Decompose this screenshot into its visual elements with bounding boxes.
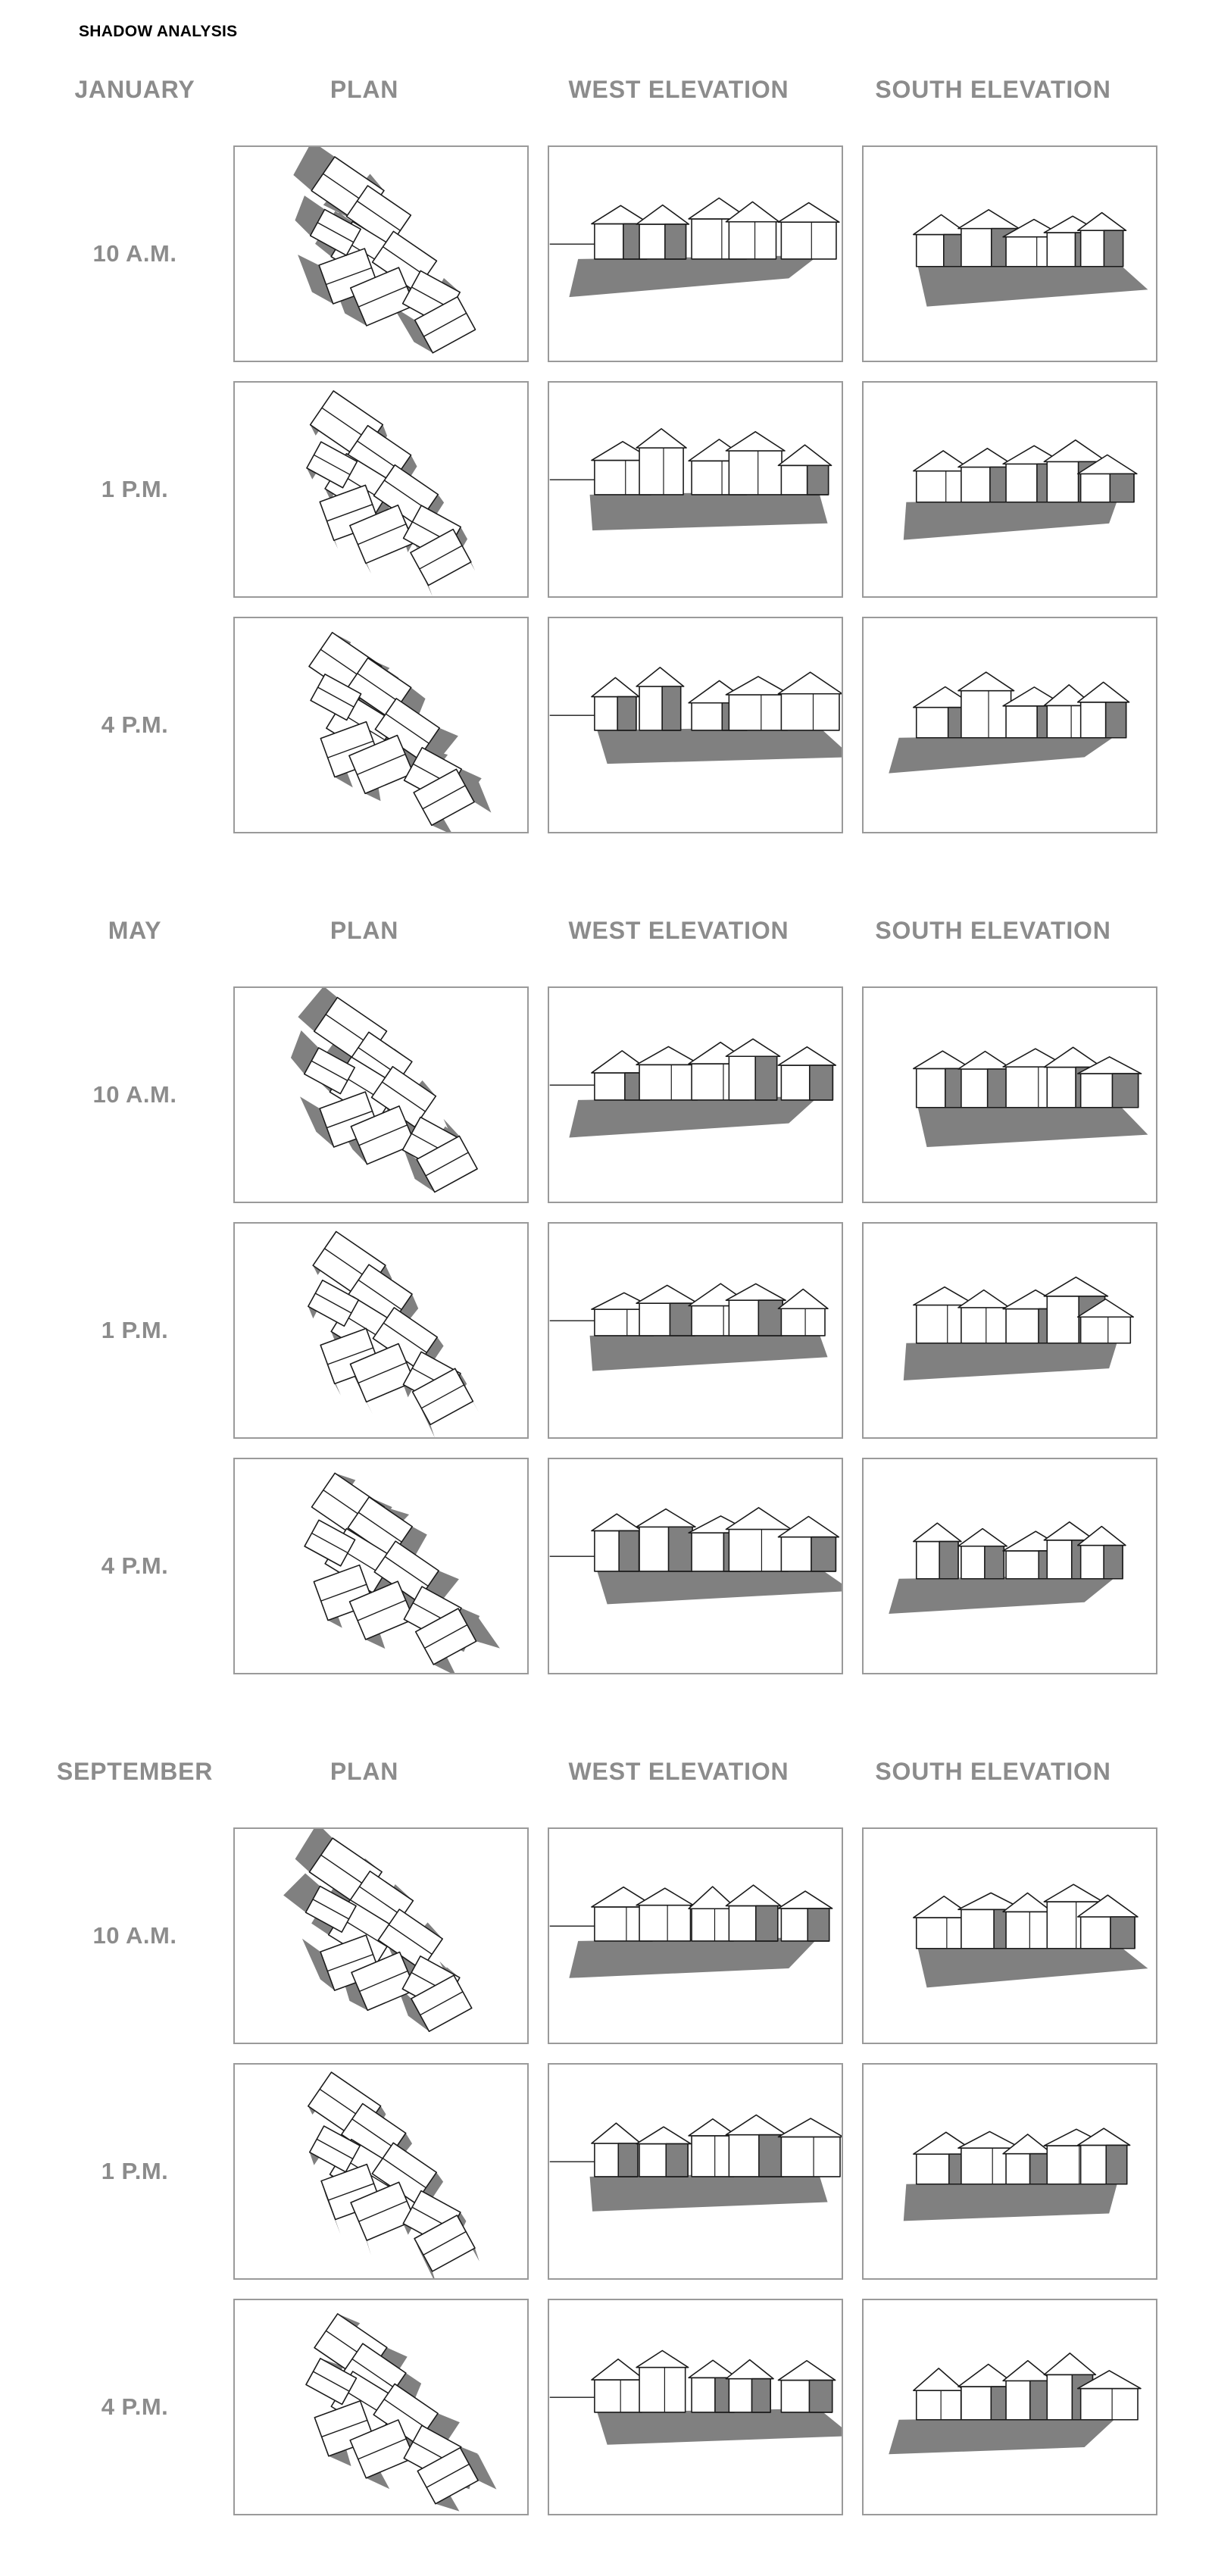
south-elevation-panel [862, 2299, 1157, 2515]
column-header: PLAN [330, 76, 399, 103]
south-elevation-panel [862, 2063, 1157, 2280]
shadow-diagram [889, 1521, 1126, 1614]
plan-view-panel [233, 381, 529, 598]
shadow-diagram [304, 1472, 500, 1673]
time-label: 1 P.M. [101, 1317, 169, 1343]
time-label: 1 P.M. [101, 2158, 169, 2184]
west-elevation-panel [548, 986, 843, 1203]
shadow-diagram [903, 1276, 1135, 1380]
plan-view-panel [233, 1827, 529, 2044]
shadow-diagram [549, 667, 842, 764]
column-header: WEST ELEVATION [568, 76, 789, 103]
shadow-diagram [549, 2349, 842, 2445]
shadow-diagram [549, 428, 832, 531]
plan-view-panel [233, 145, 529, 362]
time-label: 10 A.M. [92, 240, 177, 267]
time-label: 10 A.M. [92, 1081, 177, 1108]
west-elevation-panel [548, 617, 843, 833]
shadow-diagram [308, 2071, 479, 2278]
south-elevation-panel [862, 1827, 1157, 2044]
time-label: 1 P.M. [101, 476, 169, 502]
south-elevation-panel [862, 1458, 1157, 1674]
time-label: 4 P.M. [101, 2393, 169, 2420]
plan-view-panel [233, 1458, 529, 1674]
south-elevation-panel [862, 145, 1157, 362]
column-header: SOUTH ELEVATION [875, 76, 1111, 103]
west-elevation-panel [548, 2063, 843, 2280]
plan-view-panel [233, 2063, 529, 2280]
shadow-diagram [308, 1230, 479, 1437]
shadow-diagram [889, 671, 1130, 774]
plan-view-panel [233, 2299, 529, 2515]
shadow-diagram [903, 2127, 1131, 2221]
shadow-diagram [549, 1507, 842, 1605]
time-label: 4 P.M. [101, 711, 169, 738]
plan-view-panel [233, 617, 529, 833]
shadow-diagram [903, 439, 1138, 540]
column-header: SOUTH ELEVATION [875, 1758, 1111, 1785]
section-may: MAY PLAN WEST ELEVATION SOUTH ELEVATION 10 A… [0, 917, 1212, 1735]
south-elevation-panel [862, 617, 1157, 833]
west-elevation-panel [548, 381, 843, 598]
column-header: PLAN [330, 1758, 399, 1785]
page-title: SHADOW ANALYSIS [79, 23, 238, 40]
plan-view-panel [233, 1222, 529, 1439]
column-header: PLAN [330, 917, 399, 944]
shadow-diagram [305, 2313, 497, 2512]
shadow-diagram [549, 1038, 837, 1138]
shadow-diagram [913, 1046, 1148, 1148]
column-header: WEST ELEVATION [568, 1758, 789, 1785]
column-header: WEST ELEVATION [568, 917, 789, 944]
south-elevation-panel [862, 1222, 1157, 1439]
shadow-diagram [913, 209, 1148, 307]
shadow-diagram [549, 1884, 833, 1978]
shadow-diagram [293, 147, 476, 354]
shadow-diagram [549, 197, 840, 298]
shadow-diagram [549, 1283, 829, 1371]
shadow-diagram [306, 390, 476, 596]
west-elevation-panel [548, 145, 843, 362]
shadow-diagram [290, 988, 478, 1193]
plan-view-panel [233, 986, 529, 1203]
west-elevation-panel [548, 2299, 843, 2515]
shadow-diagram [889, 2352, 1142, 2455]
shadow-diagram [308, 631, 492, 832]
south-elevation-panel [862, 381, 1157, 598]
time-label: 4 P.M. [101, 1552, 169, 1579]
time-label: 10 A.M. [92, 1922, 177, 1949]
column-header: SOUTH ELEVATION [875, 917, 1111, 944]
south-elevation-panel [862, 986, 1157, 1203]
shadow-diagram [549, 2114, 842, 2212]
west-elevation-panel [548, 1827, 843, 2044]
section-september: SEPTEMBER PLAN WEST ELEVATION SOUTH ELEVATI… [0, 1758, 1212, 2576]
shadow-diagram [283, 1829, 473, 2032]
month-label: MAY [108, 917, 162, 944]
west-elevation-panel [548, 1458, 843, 1674]
section-january: JANUARY PLAN WEST ELEVATION SOUTH ELEVATION… [0, 76, 1212, 894]
month-label: SEPTEMBER [56, 1758, 214, 1785]
west-elevation-panel [548, 1222, 843, 1439]
shadow-diagram [913, 1884, 1148, 1988]
month-label: JANUARY [74, 76, 195, 103]
